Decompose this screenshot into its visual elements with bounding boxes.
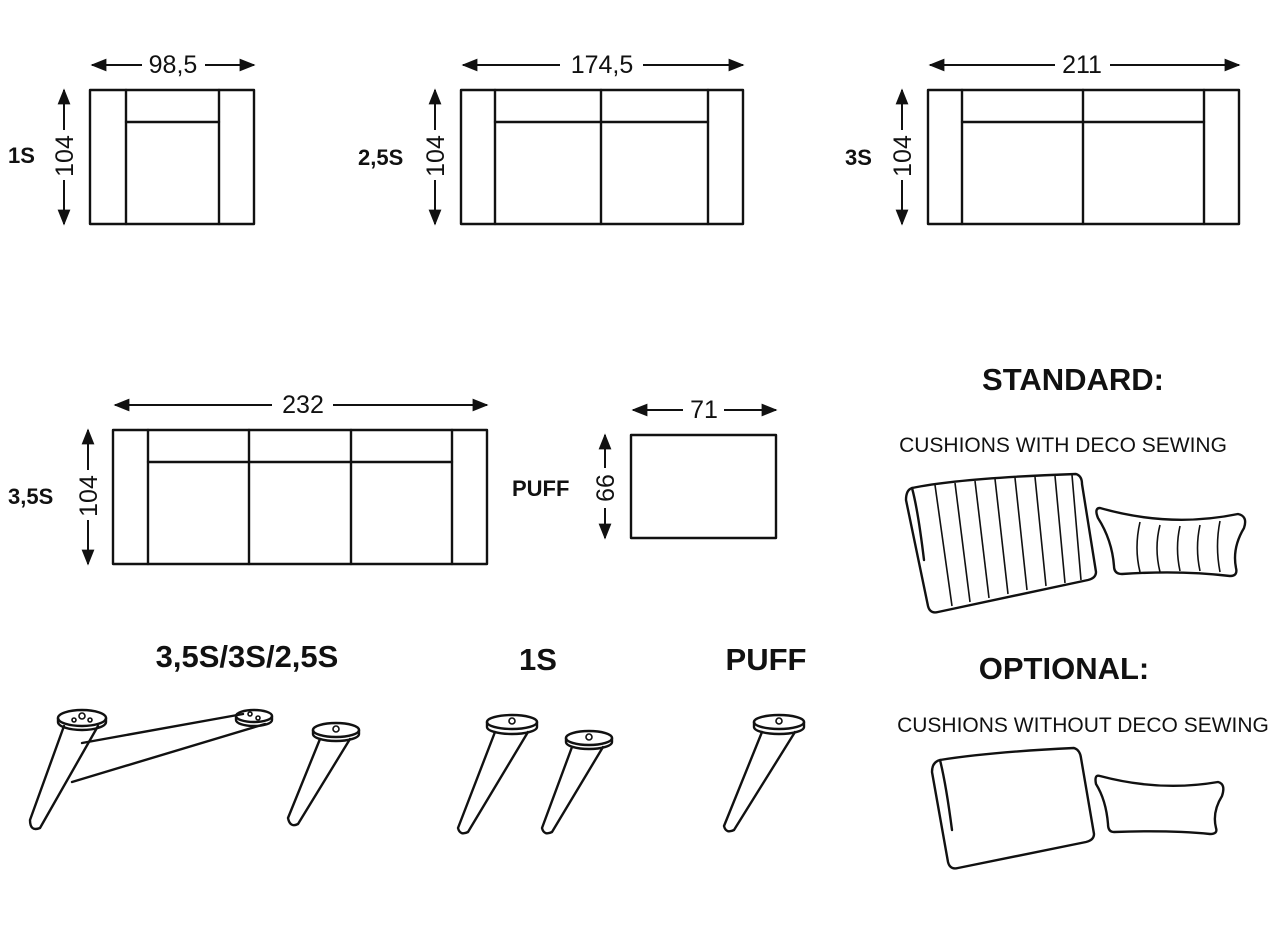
sofa-3s-width: 211 bbox=[1062, 51, 1102, 79]
sofa-3s-depth: 104 bbox=[889, 135, 917, 177]
puff-label: PUFF bbox=[512, 476, 569, 501]
sofa-3-5s-outline bbox=[111, 428, 489, 566]
sofa-2-5s-label: 2,5S bbox=[358, 145, 403, 170]
sofa-3-5s-width: 232 bbox=[282, 391, 324, 419]
sofa-2-5s: 174,5 104 2,5S bbox=[358, 51, 745, 226]
standard-title: STANDARD: bbox=[982, 362, 1164, 397]
cushion-throw-plain bbox=[1094, 774, 1225, 836]
sofa-1s: 98,5 104 1S bbox=[8, 51, 256, 226]
sofa-1s-label: 1S bbox=[8, 143, 35, 168]
puff: 71 66 PUFF bbox=[512, 396, 778, 540]
leg-1s-left bbox=[456, 713, 539, 835]
leg-puff bbox=[722, 713, 806, 833]
sofa-1s-depth: 104 bbox=[51, 135, 79, 177]
puff-depth: 66 bbox=[592, 474, 620, 502]
legs-label-1s: 1S bbox=[519, 642, 557, 677]
puff-outline bbox=[629, 433, 778, 540]
sofa-3s-label: 3S bbox=[845, 145, 872, 170]
optional-title: OPTIONAL: bbox=[979, 651, 1150, 686]
cushion-back-sewn bbox=[904, 472, 1098, 614]
sofa-3-5s: 232 104 3,5S bbox=[8, 391, 489, 566]
sofa-2-5s-depth: 104 bbox=[422, 135, 450, 177]
legs-label-puff: PUFF bbox=[726, 642, 807, 677]
sofa-3-5s-label: 3,5S bbox=[8, 484, 53, 509]
leg-1s-right bbox=[540, 729, 614, 835]
sofa-1s-width: 98,5 bbox=[149, 51, 198, 79]
legs-label-3-5s-3s-2-5s: 3,5S/3S/2,5S bbox=[156, 639, 339, 674]
sofa-3s: 211 104 3S bbox=[845, 51, 1241, 226]
leg-with-crossbar bbox=[28, 708, 274, 831]
standard-subtitle: CUSHIONS WITH DECO SEWING bbox=[899, 434, 1227, 457]
optional-subtitle: CUSHIONS WITHOUT DECO SEWING bbox=[897, 714, 1269, 737]
sofa-2-5s-width: 174,5 bbox=[571, 51, 634, 79]
sofa-1s-outline bbox=[88, 88, 256, 226]
sofa-3-5s-depth: 104 bbox=[75, 475, 103, 517]
leg-single-a bbox=[286, 721, 361, 827]
puff-width: 71 bbox=[690, 396, 718, 424]
cushion-throw-sewn bbox=[1095, 506, 1247, 578]
cushion-back-plain bbox=[930, 746, 1096, 870]
